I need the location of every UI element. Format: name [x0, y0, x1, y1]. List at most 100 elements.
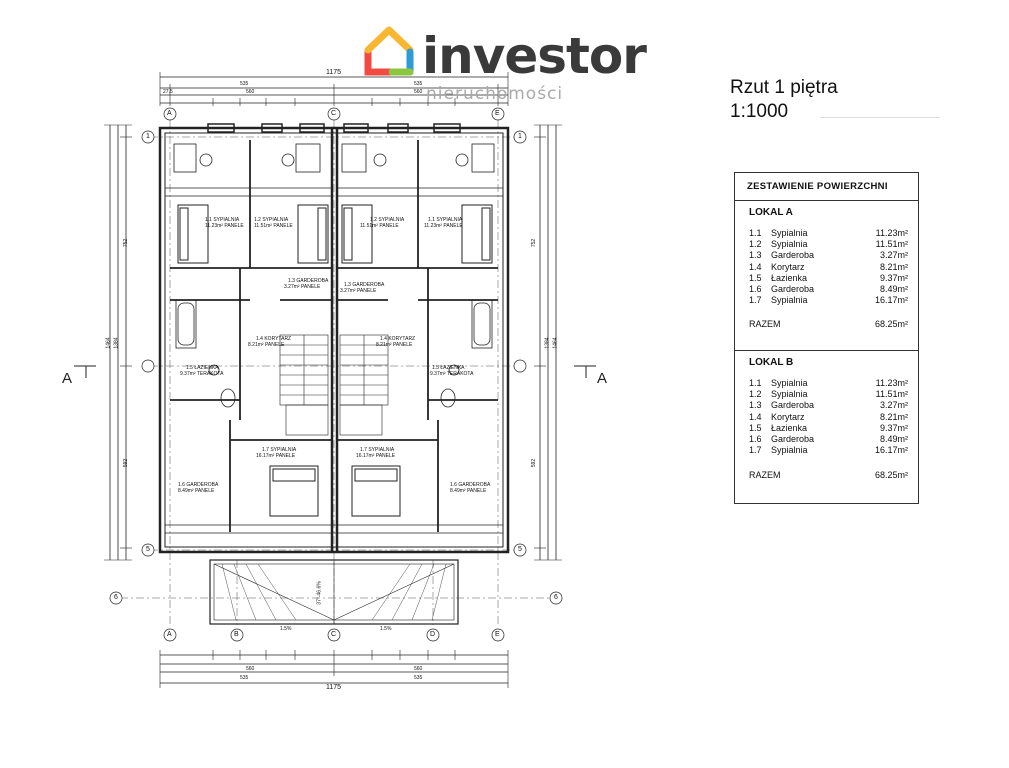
room-a13-name: 1.3 GARDEROBA: [288, 278, 329, 284]
lokal-b-total: RAZEM 68.25m²: [749, 468, 908, 482]
area-row-area: 11.51m²: [875, 389, 908, 400]
grid-label-a-bottom: A: [167, 631, 172, 638]
area-table-heading: ZESTAWIENIE POWIERZCHNI: [735, 173, 918, 201]
lokal-a-total: RAZEM 68.25m²: [749, 317, 908, 331]
grid-label-d-bottom: D: [430, 631, 436, 638]
room-a16-area: 8.49m² PANELE: [178, 488, 215, 494]
area-row-name: Korytarz: [771, 261, 805, 272]
roof-slope-label: 1.5%: [280, 626, 292, 632]
room-b11-area: 11.23m² PANELE: [424, 223, 463, 229]
roof-slope-label-b: 1.5%: [380, 626, 392, 632]
room-b12-area: 11.51m² PANELE: [360, 223, 399, 229]
area-row-area: 8.49m²: [879, 433, 908, 444]
room-a17-name: 1.7 SYPIALNIA: [262, 447, 297, 453]
room-a12-name: 1.2 SYPIALNIA: [254, 217, 289, 223]
section-mark-left: A: [62, 370, 73, 387]
area-row-name: Łazienka: [771, 272, 808, 283]
dim-left-1464: 1464: [105, 337, 112, 349]
room-b16-area: 8.49m² PANELE: [450, 488, 487, 494]
dim-top-535b: 535: [414, 81, 423, 87]
drawing-scale: 1:1000: [730, 101, 789, 122]
drawing-title-name: Rzut 1 piętra: [730, 77, 838, 98]
area-row: 1.6 Garderoba 8.49m²: [749, 434, 908, 445]
dim-left-1384: 1384: [113, 337, 120, 349]
area-row-no: 1.1: [749, 228, 762, 238]
area-row-no: 1.5: [749, 422, 762, 433]
area-row: 1.2 Sypialnia 11.51m²: [749, 389, 908, 400]
room-a16-name: 1.6 GARDEROBA: [178, 482, 219, 488]
area-row-no: 1.3: [749, 400, 762, 411]
grid-label-e-top: E: [495, 110, 500, 117]
area-row-name: Sypialnia: [771, 378, 808, 388]
roof-pitch-label: 37°-46.6%: [316, 581, 323, 605]
room-b17-area: 16.17m² PANELE: [356, 453, 396, 459]
lokal-a-title: LOKAL A: [749, 207, 793, 218]
house-logo-icon: [364, 26, 414, 76]
investor-logo: investor nieruchomości: [360, 18, 660, 118]
area-row-name: Korytarz: [771, 411, 805, 422]
room-a11-area: 11.23m² PANELE: [205, 223, 244, 229]
room-b12-name: 1.2 SYPIALNIA: [370, 217, 405, 223]
grid-label-c-bottom: C: [331, 631, 337, 638]
grid-label-5-right: 5: [518, 546, 522, 553]
dim-bottom-535: 535: [240, 675, 249, 681]
area-row: 1.1 Sypialnia 11.23m²: [749, 228, 908, 239]
room-a15-name: 1.5 ŁAZIENKA: [186, 365, 219, 371]
lokal-b-total-value: 68.25m²: [874, 470, 908, 481]
area-row-name: Garderoba: [771, 433, 815, 444]
area-row-no: 1.4: [749, 261, 762, 272]
area-row-no: 1.2: [749, 389, 762, 400]
area-row-no: 1.1: [749, 378, 762, 388]
dim-right-592: 592: [531, 458, 538, 468]
dim-right-1384: 1384: [544, 337, 551, 349]
title-divider: [820, 117, 940, 118]
area-row-area: 11.23m²: [875, 228, 908, 238]
area-row-name: Garderoba: [771, 250, 815, 261]
area-row-name: Sypialnia: [771, 445, 808, 456]
grid-label-c-top: C: [331, 110, 337, 117]
lokal-a-total-label: RAZEM: [749, 319, 781, 330]
dim-left-752: 752: [123, 238, 130, 248]
area-row-area: 11.23m²: [875, 378, 908, 388]
area-row-no: 1.6: [749, 433, 762, 444]
area-row-name: Łazienka: [771, 422, 808, 433]
dim-top-27: 27.5: [163, 89, 173, 95]
area-row-name: Sypialnia: [771, 389, 808, 400]
room-a11-name: 1.1 SYPIALNIA: [205, 217, 240, 223]
area-row-area: 8.49m²: [879, 283, 908, 294]
area-row: 1.1 Sypialnia 11.23m²: [749, 378, 908, 389]
room-b14-name: 1.4 KORYTARZ: [380, 336, 416, 342]
area-row-no: 1.6: [749, 283, 762, 294]
area-row-area: 16.17m²: [874, 445, 908, 456]
room-a15-area: 9.37m² TERAKOTA: [180, 371, 224, 377]
grid-label-1-left: 1: [146, 133, 150, 140]
room-b15-area: 9.37m² TERAKOTA: [430, 371, 474, 377]
room-b11-name: 1.1 SYPIALNIA: [428, 217, 463, 223]
area-row-no: 1.3: [749, 250, 762, 261]
room-b17-name: 1.7 SYPIALNIA: [360, 447, 395, 453]
dim-bottom-total: 1175: [326, 684, 342, 691]
area-row-name: Sypialnia: [771, 228, 808, 238]
area-row-area: 16.17m²: [874, 295, 908, 306]
room-a12-area: 11.51m² PANELE: [254, 223, 293, 229]
lokal-b-title: LOKAL B: [749, 357, 794, 368]
grid-label-6-left: 6: [114, 594, 118, 601]
grid-label-1-right: 1: [518, 133, 522, 140]
dim-bottom-535b: 535: [414, 675, 423, 681]
area-row-no: 1.2: [749, 239, 762, 250]
room-a17-area: 16.17m² PANELE: [256, 453, 296, 459]
room-b13-name: 1.3 GARDEROBA: [344, 282, 385, 288]
dim-top-560: 560: [246, 89, 255, 95]
grid-label-5-left: 5: [146, 546, 150, 553]
area-row-name: Garderoba: [771, 400, 815, 411]
room-a14-area: 8.21m² PANELE: [248, 342, 285, 348]
